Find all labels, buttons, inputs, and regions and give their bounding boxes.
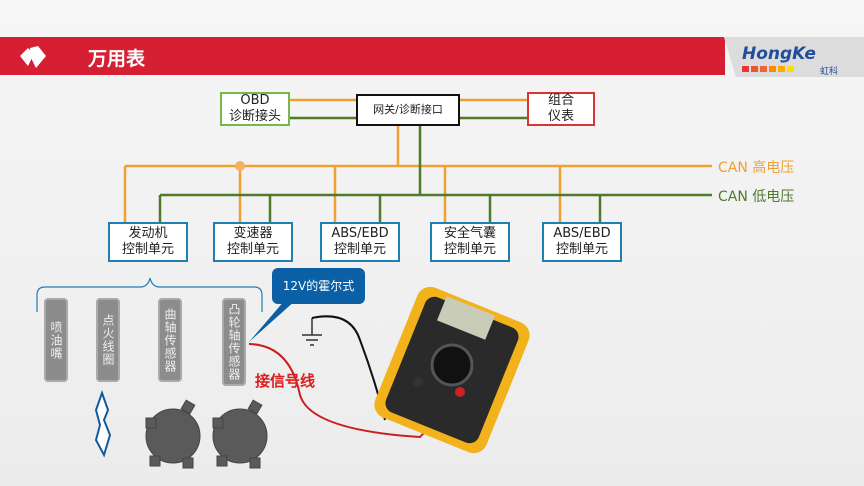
crank-sensor: 曲轴传感器 [158,298,182,382]
ground-icon [302,318,322,346]
page-title: 万用表 [88,48,146,70]
signal-wire-label: 接信号线 [255,372,316,390]
spark-icon [94,389,112,458]
ecu-airbag: 安全气囊控制单元 [430,222,510,262]
logo-dots [742,66,794,72]
ecu-engine: 发动机控制单元 [108,222,188,262]
cluster-box: 组合仪表 [527,92,595,126]
can-low-label: CAN 低电压 [718,189,795,205]
bracket [36,277,263,312]
gateway-box: 网关/诊断接口 [356,94,460,126]
multimeter-image [374,286,530,454]
gear-icons [145,399,268,469]
brand-logo: HongKe [742,44,816,64]
cam-sensor: 凸轮轴传感器 [222,298,246,386]
injector: 喷油嘴 [44,298,68,382]
brand-logo-cn: 虹科 [820,67,839,77]
diamond-logo-icon [20,46,46,68]
header-bar [0,37,725,75]
ecu-transmission: 变速器控制单元 [213,222,293,262]
can-high-label: CAN 高电压 [718,160,795,176]
ignition-coil: 点火线圈 [96,298,120,382]
callout-bubble: 12V的霍尔式 [272,268,365,304]
